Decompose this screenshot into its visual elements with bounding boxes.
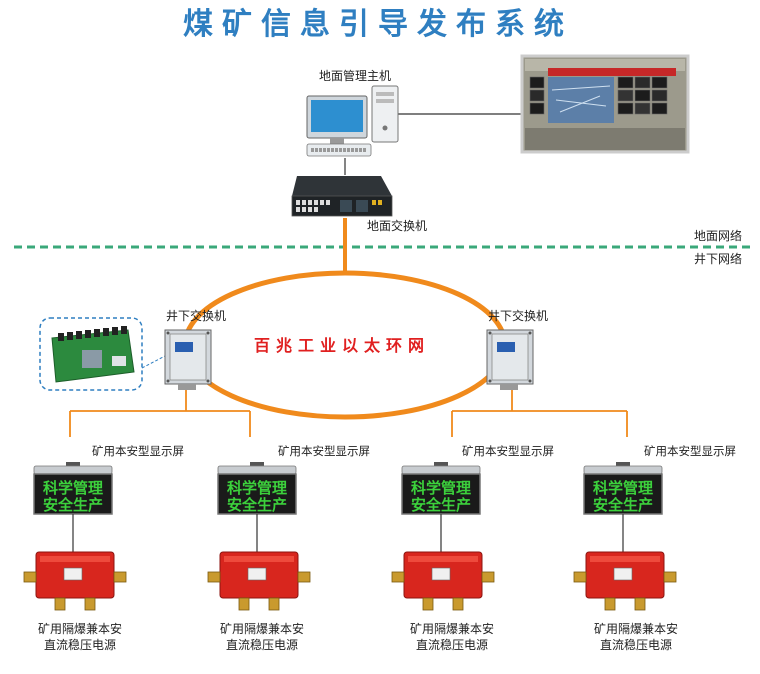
bolt-icon (488, 379, 492, 383)
power-label-3-line2: 直流稳压电源 (416, 637, 488, 652)
surface-network-label: 地面网络 (694, 228, 742, 243)
right-switch-screen (497, 342, 515, 352)
monitor-wall-screens (529, 76, 668, 115)
circuit-board-chip (82, 350, 102, 368)
monitor-screen (311, 100, 363, 132)
display-label-4: 矿用本安型显示屏 (644, 444, 736, 458)
left-switch-screen (175, 342, 193, 352)
branch-lines (69, 390, 628, 437)
display-power-links (72, 514, 624, 552)
display-1-line2: 安全生产 (43, 496, 103, 514)
host-computer (306, 85, 399, 157)
circuit-board-inset (39, 317, 143, 391)
ring-label: 百兆工业以太环网 (254, 336, 430, 355)
power-label-2-line2: 直流稳压电源 (226, 637, 298, 652)
left-switch-feet (178, 384, 196, 390)
pc-tower-drive (376, 99, 394, 103)
display-2-line2: 安全生产 (227, 496, 287, 514)
left-underground-switch (164, 329, 212, 390)
surface-switch (291, 176, 393, 217)
mine-display-2: 科学管理 安全生产 (217, 462, 297, 515)
monitor-stand (330, 138, 344, 144)
right-switch-body (491, 333, 529, 381)
left-switch-label: 井下交换机 (166, 308, 226, 323)
display-2-line1: 科学管理 (227, 479, 287, 497)
power-label-4-line2: 直流稳压电源 (600, 637, 672, 652)
display-label-2: 矿用本安型显示屏 (278, 444, 370, 458)
pc-tower-drive (376, 92, 394, 96)
monitor-wall-map-lines (551, 85, 611, 113)
left-switch-body (169, 333, 207, 381)
power-label-1-line2: 直流稳压电源 (44, 637, 116, 652)
right-switch-label: 井下交换机 (488, 308, 548, 323)
mine-display-4: 科学管理 安全生产 (583, 462, 663, 515)
bolt-icon (166, 331, 170, 335)
power-supply-3 (391, 551, 495, 611)
right-underground-switch (486, 329, 534, 390)
display-label-1: 矿用本安型显示屏 (92, 444, 184, 458)
display-1-line1: 科学管理 (43, 479, 103, 497)
surface-switch-ports (296, 200, 382, 212)
circuit-board-callout (39, 317, 143, 391)
bolt-icon (528, 379, 532, 383)
display-4-line2: 安全生产 (593, 496, 653, 514)
display-3-line2: 安全生产 (411, 496, 471, 514)
right-switch-feet (500, 384, 518, 390)
power-label-1-line1: 矿用隔爆兼本安 (38, 621, 122, 636)
surface-switch-body (292, 176, 392, 196)
circuit-board-connectors (58, 326, 127, 366)
diagram-title: 煤矿信息引导发布系统 (183, 7, 573, 42)
power-label-2-line1: 矿用隔爆兼本安 (220, 621, 304, 636)
display-label-3: 矿用本安型显示屏 (462, 444, 554, 458)
power-supply-1 (23, 551, 127, 611)
power-label-3-line1: 矿用隔爆兼本安 (410, 621, 494, 636)
inset-leader-line (141, 355, 166, 369)
display-4-line1: 科学管理 (593, 479, 653, 497)
host-label: 地面管理主机 (319, 68, 391, 83)
bolt-icon (166, 379, 170, 383)
bolt-icon (206, 331, 210, 335)
bolt-icon (528, 331, 532, 335)
power-label-4-line1: 矿用隔爆兼本安 (594, 621, 678, 636)
mine-display-3: 科学管理 安全生产 (401, 462, 481, 515)
monitor-wall-banner (548, 68, 676, 76)
monitor-wall (520, 54, 690, 154)
power-supply-4 (573, 551, 677, 611)
mine-display-1: 科学管理 安全生产 (33, 462, 113, 515)
monitor-wall-desk (525, 128, 685, 150)
surface-switch-label: 地面交换机 (367, 218, 427, 233)
power-supply-2 (207, 551, 311, 611)
bolt-icon (206, 379, 210, 383)
underground-network-label: 井下网络 (694, 251, 742, 266)
display-3-line1: 科学管理 (411, 479, 471, 497)
bolt-icon (488, 331, 492, 335)
pc-power-icon (382, 125, 388, 131)
